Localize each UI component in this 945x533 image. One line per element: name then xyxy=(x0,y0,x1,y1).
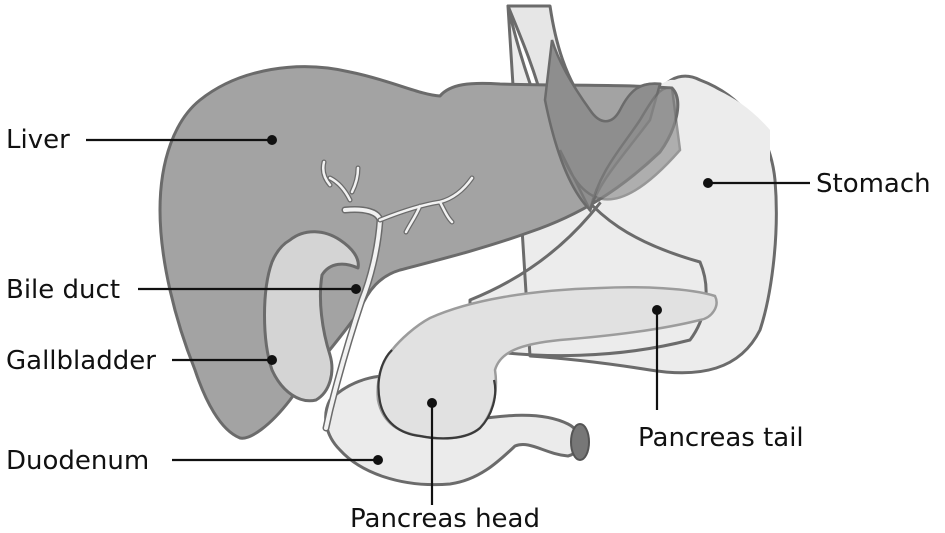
stomach-label: Stomach xyxy=(816,169,931,199)
bile-duct-label: Bile duct xyxy=(6,275,120,305)
pancreas-head-label: Pancreas head xyxy=(350,504,540,533)
duodenum-label: Duodenum xyxy=(6,446,149,476)
pancreas-head-marker-dot xyxy=(427,398,437,408)
liver-marker-dot xyxy=(267,135,277,145)
stomach-marker-dot xyxy=(703,178,713,188)
gallbladder-label: Gallbladder xyxy=(6,346,156,376)
duodenum-marker-dot xyxy=(373,455,383,465)
pancreas-tail-label: Pancreas tail xyxy=(638,423,804,453)
bile-duct-marker-dot xyxy=(351,284,361,294)
pancreas-tail-marker-dot xyxy=(652,305,662,315)
liver-label: Liver xyxy=(6,125,70,155)
gallbladder-marker-dot xyxy=(267,355,277,365)
